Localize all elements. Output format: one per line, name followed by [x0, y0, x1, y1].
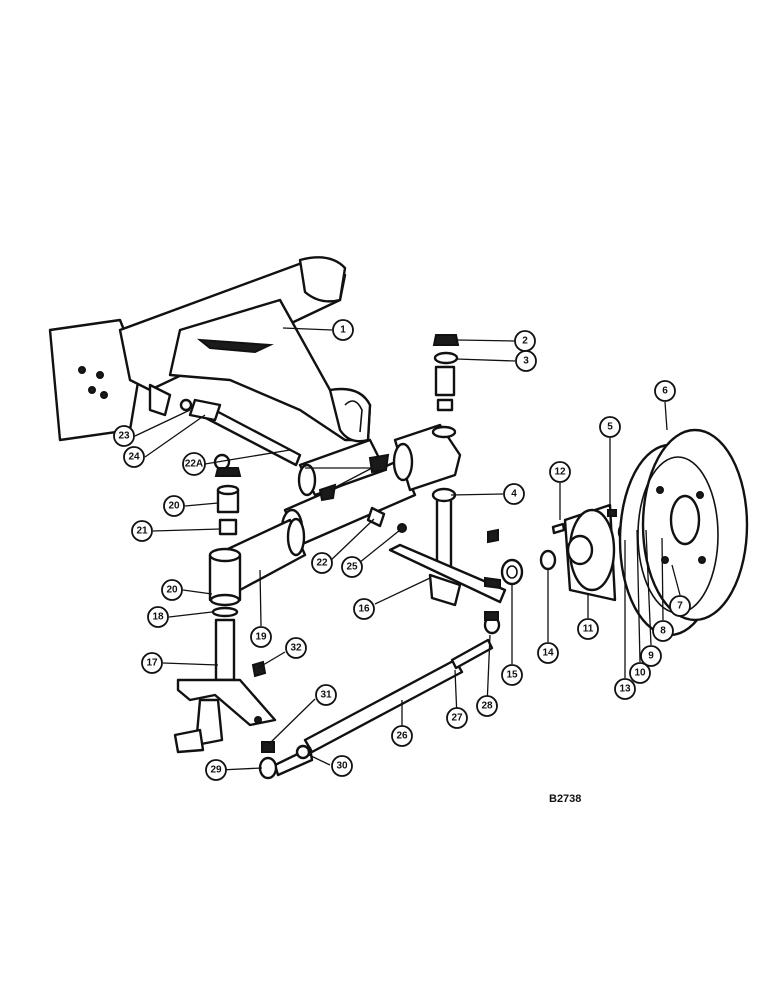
- callout-23: 23: [113, 425, 135, 447]
- svg-text:16: 16: [358, 604, 370, 615]
- svg-text:7: 7: [677, 601, 683, 612]
- svg-text:19: 19: [255, 632, 267, 643]
- tie-rod-assembly: [258, 611, 501, 780]
- callout-30: 30: [331, 755, 353, 777]
- callout-13: 13: [614, 678, 636, 700]
- wheel-hub: [539, 503, 617, 602]
- svg-text:25: 25: [346, 562, 358, 573]
- left-spindle: [173, 618, 277, 754]
- svg-text:6: 6: [662, 386, 668, 397]
- callout-17: 17: [141, 652, 163, 674]
- svg-text:12: 12: [554, 467, 566, 478]
- callout-12: 12: [549, 461, 571, 483]
- svg-text:31: 31: [320, 690, 332, 701]
- front-axle-tube: [280, 423, 462, 548]
- callout-22: 22: [311, 552, 333, 574]
- callout-27: 27: [446, 707, 468, 729]
- callout-7: 7: [669, 595, 691, 617]
- callout-29: 29: [205, 759, 227, 781]
- svg-text:22: 22: [316, 558, 328, 569]
- callout-21: 21: [131, 520, 153, 542]
- callout-24: 24: [123, 446, 145, 468]
- svg-text:18: 18: [152, 612, 164, 623]
- svg-text:4: 4: [511, 489, 517, 500]
- right-top-bushings: [432, 334, 460, 412]
- drawing-code: B2738: [549, 793, 581, 805]
- svg-text:8: 8: [660, 626, 666, 637]
- svg-text:14: 14: [542, 648, 554, 659]
- callout-8: 8: [652, 620, 674, 642]
- callout-5: 5: [599, 416, 621, 438]
- callout-20-lower: 20: [161, 579, 183, 601]
- callout-15: 15: [501, 664, 523, 686]
- axle-support-casting: [48, 256, 372, 443]
- callout-6: 6: [654, 380, 676, 402]
- callout-9: 9: [640, 645, 662, 667]
- svg-text:10: 10: [634, 668, 646, 679]
- svg-text:9: 9: [648, 651, 654, 662]
- svg-text:21: 21: [136, 526, 148, 537]
- small-fittings: [251, 506, 499, 678]
- svg-text:30: 30: [336, 761, 348, 772]
- callout-16: 16: [353, 598, 375, 620]
- svg-text:11: 11: [583, 624, 594, 635]
- callout-10: 10: [629, 662, 651, 684]
- callout-1: 1: [332, 319, 354, 341]
- svg-text:26: 26: [396, 731, 408, 742]
- right-spindle-with-arm: [388, 425, 507, 607]
- svg-text:23: 23: [118, 431, 130, 442]
- left-bushings: [209, 467, 242, 618]
- svg-text:27: 27: [451, 713, 463, 724]
- callout-18: 18: [147, 606, 169, 628]
- svg-text:1: 1: [340, 325, 346, 336]
- leader-lines: [134, 327, 681, 771]
- callout-28: 28: [476, 695, 498, 717]
- svg-text:24: 24: [128, 452, 140, 463]
- callout-3: 3: [515, 350, 537, 372]
- callout-2: 2: [514, 330, 536, 352]
- pivot-pin: [179, 398, 302, 471]
- callout-25: 25: [341, 556, 363, 578]
- svg-text:2: 2: [522, 336, 528, 347]
- svg-text:32: 32: [290, 643, 302, 654]
- callout-14: 14: [537, 642, 559, 664]
- svg-text:5: 5: [607, 422, 613, 433]
- svg-text:29: 29: [210, 765, 222, 776]
- callout-19: 19: [250, 626, 272, 648]
- callout-22a: 22A: [182, 452, 206, 476]
- svg-text:3: 3: [523, 356, 529, 367]
- svg-text:22A: 22A: [185, 459, 203, 470]
- callout-31: 31: [315, 684, 337, 706]
- callout-20-upper: 20: [163, 495, 185, 517]
- svg-text:20: 20: [166, 585, 178, 596]
- svg-text:13: 13: [619, 684, 631, 695]
- svg-text:17: 17: [146, 658, 158, 669]
- callout-26: 26: [391, 725, 413, 747]
- svg-text:20: 20: [168, 501, 180, 512]
- svg-text:15: 15: [506, 670, 518, 681]
- callout-32: 32: [285, 637, 307, 659]
- grease-seal: [500, 558, 524, 586]
- svg-text:28: 28: [481, 701, 493, 712]
- callout-4: 4: [503, 483, 525, 505]
- callout-11: 11: [577, 618, 599, 640]
